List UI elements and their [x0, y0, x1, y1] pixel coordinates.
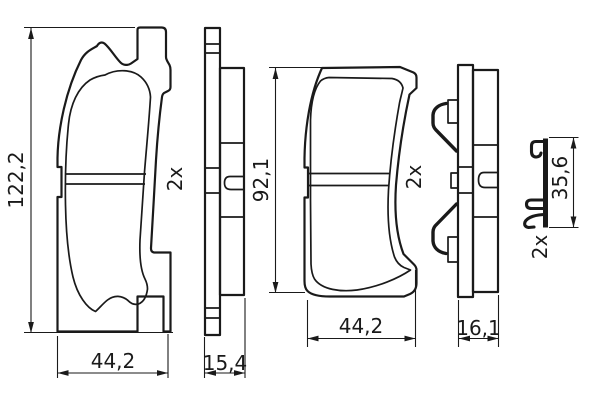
pad-b-side-friction — [471, 68, 500, 294]
dim-arrow-up — [272, 68, 279, 79]
pad-a-height-label: 122,2 — [4, 151, 28, 208]
backplate-tab-line — [205, 43, 220, 319]
dim-arrow-down — [570, 216, 577, 228]
dim-pad-a-thickness: 15,4 — [203, 298, 248, 378]
pad-b-friction-outline — [309, 76, 412, 292]
clip-top-hook — [529, 139, 548, 159]
clip-bottom-curl — [523, 212, 548, 230]
pad-a-side-view — [203, 26, 246, 337]
pad-a-friction-outline — [64, 69, 152, 313]
pad-a-width-label: 44,2 — [91, 349, 136, 373]
pad-a-front-view: 2x — [56, 26, 187, 333]
pad-b-height-label: 92,1 — [249, 158, 273, 203]
friction-chamfer-line — [220, 142, 244, 218]
pad-a-thickness-label: 15,4 — [203, 351, 248, 375]
anti-rattle-spring-upper — [431, 101, 459, 153]
pad-b-side-groove-slot — [477, 171, 498, 189]
dim-arrow-right — [487, 335, 499, 342]
pad-a-side-backplate — [203, 26, 222, 337]
clip-middle-finger — [524, 198, 548, 211]
dim-arrow-left — [205, 370, 216, 376]
clip-quantity-label: 2x — [528, 235, 552, 260]
pad-a-quantity-label: 2x — [163, 167, 187, 192]
pad-b-side-backplate — [456, 63, 475, 299]
dim-arrow-left — [57, 370, 69, 376]
clip-height-label: 35,6 — [548, 156, 572, 201]
dim-arrow-right — [157, 370, 168, 376]
dim-arrow-down — [272, 282, 279, 293]
anti-rattle-spring-lower — [431, 202, 459, 256]
dim-arrow-up — [28, 28, 34, 39]
backplate-lug-line — [458, 166, 473, 194]
retainer-clip-view: 2x — [523, 138, 552, 260]
dim-arrow-left — [459, 335, 470, 342]
pad-a-backplate-outline — [56, 26, 172, 333]
pad-b-front-view: 2x — [303, 65, 426, 298]
dim-pad-b-height: 92,1 — [249, 66, 322, 294]
dim-arrow-right — [234, 370, 245, 376]
pad-b-thickness-label: 16,1 — [456, 316, 501, 340]
dim-pad-b-width: 44,2 — [306, 270, 417, 347]
pad-b-quantity-label: 2x — [402, 165, 426, 190]
dim-arrow-up — [570, 137, 577, 149]
pad-a-side-friction — [218, 66, 246, 297]
dim-pad-a-width: 44,2 — [56, 334, 169, 378]
friction-chamfer-line — [473, 144, 498, 218]
backplate-tab-middle — [450, 172, 459, 189]
dim-arrow-left — [307, 335, 319, 342]
pad-a-side-groove-slot — [223, 175, 244, 191]
dim-pad-a-height: 122,2 — [4, 26, 173, 334]
dim-arrow-right — [404, 335, 416, 342]
dim-pad-b-thickness: 16,1 — [456, 295, 501, 347]
backplate-tab-top — [447, 99, 459, 124]
pad-b-width-label: 44,2 — [339, 314, 384, 338]
backplate-tab-bottom — [447, 236, 459, 263]
pad-b-backplate-outline — [303, 65, 418, 298]
dim-clip-height: 35,6 — [548, 136, 579, 229]
pad-b-side-view — [431, 63, 500, 299]
dim-arrow-down — [28, 322, 34, 333]
